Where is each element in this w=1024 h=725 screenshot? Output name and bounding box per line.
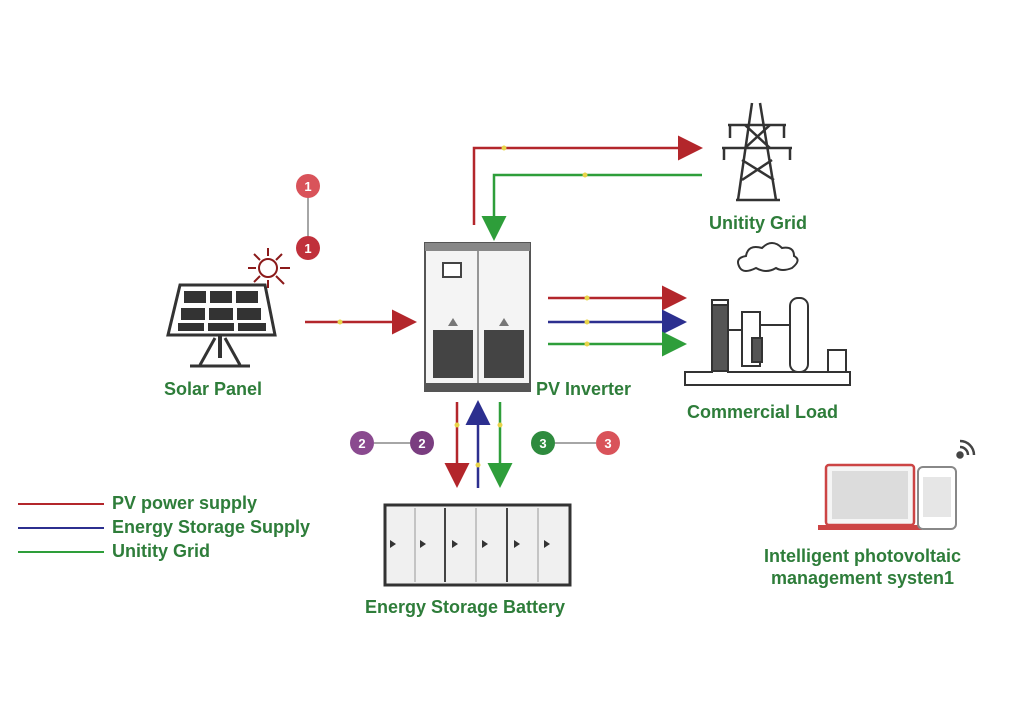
wifi-icon <box>956 439 976 459</box>
phone-icon <box>917 466 957 530</box>
management-system-label-line1: Intelligent photovoltaic <box>764 546 961 566</box>
pv-inverter-label: PV Inverter <box>536 379 632 399</box>
sun-icon <box>248 248 290 288</box>
flow-dots <box>337 145 590 468</box>
laptop-icon <box>818 463 922 530</box>
badge-1-bottom: 1 <box>296 236 320 260</box>
management-system-label: Intelligent photovoltaic management syst… <box>764 545 961 589</box>
arrow-inverter-to-grid <box>472 135 703 225</box>
transmission-tower-icon <box>722 102 792 202</box>
utility-grid-label: Unitity Grid <box>709 213 807 233</box>
solar-panel-icon <box>166 283 277 368</box>
battery-icon <box>383 503 572 587</box>
badge-2-right: 2 <box>410 431 434 455</box>
badge-3-right: 3 <box>596 431 620 455</box>
battery-label: Energy Storage Battery <box>365 597 566 617</box>
pv-inverter-icon <box>424 242 531 392</box>
commercial-load-label: Commercial Load <box>687 402 839 422</box>
badge-3-left: 3 <box>531 431 555 455</box>
solar-panel-label: Solar Panel <box>164 379 263 399</box>
badge-2-left: 2 <box>350 431 374 455</box>
legend-grid-label: Unitity Grid <box>112 541 210 561</box>
management-system-label-line2: management systen1 <box>770 568 955 588</box>
legend-storage-label: Energy Storage Supply <box>112 517 311 537</box>
factory-icon <box>684 242 851 386</box>
arrow-grid-to-inverter <box>481 173 702 241</box>
legend-pv-label: PV power supply <box>112 493 258 513</box>
badge-1-top: 1 <box>296 174 320 198</box>
